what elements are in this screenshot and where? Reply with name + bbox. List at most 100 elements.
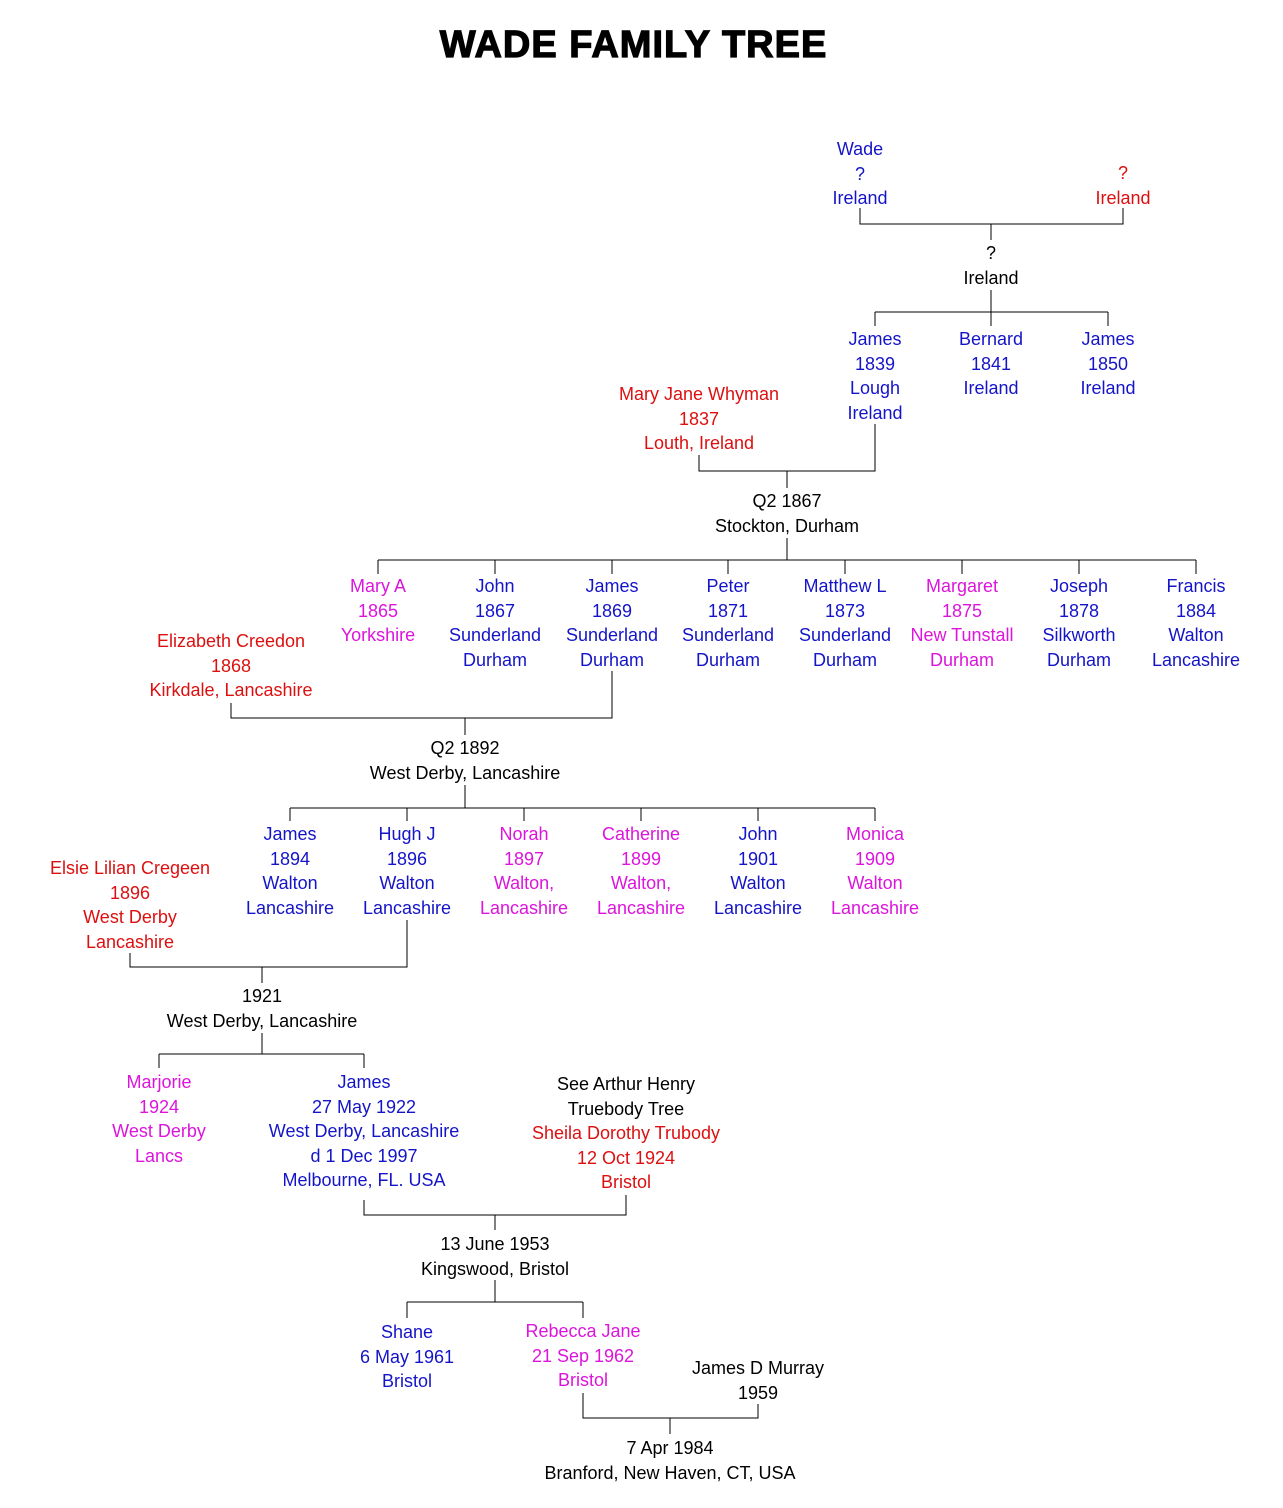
node-text-line: Ireland (832, 188, 888, 208)
node-text-line: 12 Oct 1924 (576, 1147, 676, 1168)
node-text-line: Lancashire (85, 931, 175, 952)
node-text-line: d 1 Dec 1997 (310, 1145, 418, 1166)
node-text-line: John (475, 576, 515, 596)
node-text-line: Lancashire (1151, 649, 1241, 670)
node-text-line: New Tunstall (910, 625, 1014, 645)
node-text-line: Hugh J (378, 824, 436, 844)
node-text-line: Mary Jane Whyman (618, 384, 780, 404)
node-text-line: Lancashire (362, 897, 452, 918)
node-text-line: Melbourne, FL. USA (282, 1170, 446, 1190)
node-text-line: Sunderland (565, 625, 659, 645)
node-text-line: Bristol (557, 1370, 609, 1390)
node-text-line: 1921 (241, 986, 283, 1006)
node-text-line: Elsie Lilian Cregeen (49, 858, 211, 878)
node-text-line: Truebody Tree (567, 1098, 685, 1119)
node-text-line: Lancashire (713, 897, 803, 918)
connector-line (363, 1195, 627, 1216)
node-text-line: Ireland (1080, 378, 1136, 398)
node-text-line: John (738, 824, 778, 844)
connector-line (230, 671, 613, 719)
node-text-line: Branford, New Haven, CT, USA (544, 1462, 796, 1483)
node-text-line: Joseph (1049, 576, 1109, 596)
person-node: ?Ireland (1095, 161, 1150, 210)
node-text-line: 1897 (503, 848, 545, 869)
node-text-line: See Arthur Henry (556, 1074, 696, 1094)
node-text-line: ? (985, 243, 997, 263)
node-text-line: Yorkshire (340, 625, 416, 645)
node-text-line: West Derby (83, 907, 177, 927)
node-text-line: 1884 (1175, 600, 1217, 621)
person-node: James D Murray 1959 (692, 1356, 824, 1405)
node-text-line: Lancashire (830, 897, 920, 918)
node-text-line: 6 May 1961 (359, 1346, 455, 1367)
node-text-line: Wade (836, 139, 884, 159)
node-text-line: Silkworth (1042, 625, 1116, 645)
node-text-line: Lancs (134, 1145, 184, 1166)
node-text-line: James (585, 576, 639, 596)
node-text-line: Shane (380, 1322, 434, 1342)
node-text-line: 21 Sep 1962 (531, 1345, 635, 1366)
node-text-line: Elizabeth Creedon (156, 631, 306, 651)
node-text-line: West Derby (112, 1121, 206, 1141)
node-text-line: 1896 (109, 882, 151, 903)
node-text-line: Louth, Ireland (643, 433, 755, 453)
node-text-line: Catherine (601, 824, 681, 844)
node-text-line: Walton (379, 873, 435, 893)
node-text-line: Kirkdale, Lancashire (149, 680, 313, 700)
node-text-line: 1875 (941, 600, 983, 621)
connector-line (859, 208, 1124, 225)
node-text-line: 1901 (737, 848, 779, 869)
node-text-line: James (337, 1072, 391, 1092)
node-text-line: Kingswood, Bristol (420, 1258, 570, 1279)
node-text-line: 1894 (269, 848, 311, 869)
node-text-line: James (848, 329, 902, 349)
node-text-line: Bristol (381, 1371, 432, 1391)
node-text-line: Durham (579, 649, 645, 670)
node-text-line: Walton (262, 873, 318, 893)
node-text-line: Margaret (925, 576, 999, 596)
node-text-line: Walton, (610, 873, 672, 893)
node-text-line: Ireland (963, 267, 1019, 288)
node-text-line: Norah (499, 824, 549, 844)
node-text-line: Ireland (847, 402, 903, 423)
node-text-line: 1959 (737, 1382, 779, 1403)
node-text-line: West Derby, Lancashire (369, 762, 561, 783)
node-text-line: 1871 (707, 600, 749, 621)
page-title: WADE FAMILY TREE (439, 23, 828, 66)
node-text-line: Walton, (493, 873, 555, 893)
node-text-line: James (263, 824, 317, 844)
node-text-line: 1909 (854, 848, 896, 869)
node-text-line: 1899 (620, 848, 662, 869)
node-text-line: James D Murray (691, 1358, 825, 1378)
node-text-line: Ireland (1095, 187, 1151, 208)
node-text-line: Q2 1867 (752, 491, 822, 511)
node-text-line: Mary A (349, 576, 406, 596)
node-text-line: 1837 (678, 408, 720, 429)
node-text-line: ? (854, 163, 866, 184)
node-text-line: Sunderland (681, 625, 775, 645)
node-text-line: Durham (812, 649, 878, 670)
